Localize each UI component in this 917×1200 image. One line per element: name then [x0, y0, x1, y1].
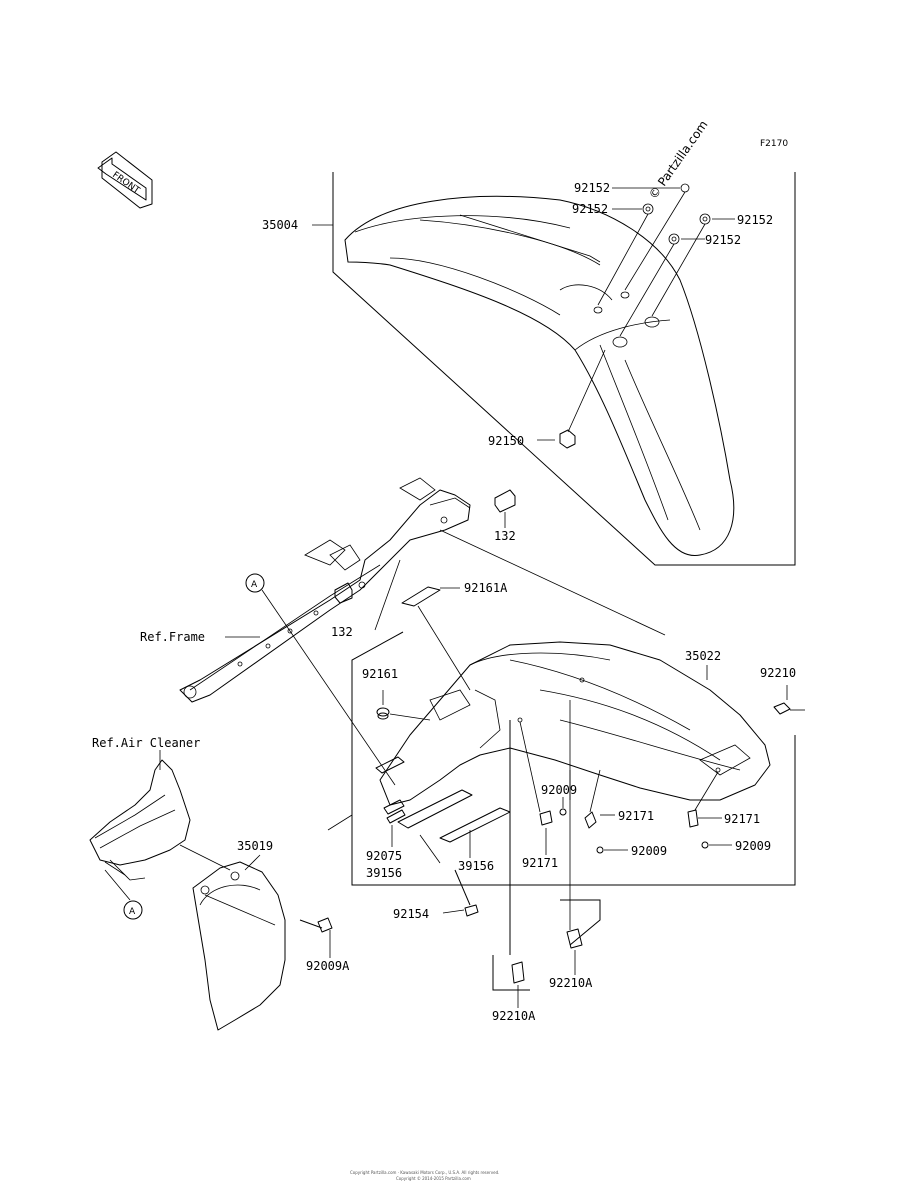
- leader-lines-rear: [519, 700, 732, 855]
- label-39156-b: 39156: [458, 859, 494, 873]
- bolt-132: [334, 489, 516, 604]
- clip-92171: [539, 809, 699, 829]
- grommet-92161: [376, 707, 390, 720]
- label-92152-a: 92152: [574, 181, 610, 195]
- label-92009-c: 92009: [735, 839, 771, 853]
- label-39156-a: 39156: [366, 866, 402, 880]
- svg-text:A: A: [129, 907, 136, 917]
- air-cleaner: [89, 750, 191, 881]
- leader-132-bottom: [374, 559, 401, 631]
- label-92009A: 92009A: [306, 959, 350, 973]
- leader-air-cleaner-b: [179, 844, 231, 871]
- label-92210A-b: 92210A: [549, 976, 593, 990]
- leader-92161-b: [389, 713, 431, 721]
- pad-39156: [397, 789, 511, 843]
- label-132-top: 132: [494, 529, 516, 543]
- label-35022: 35022: [685, 649, 721, 663]
- leader-lines-fender: [312, 187, 735, 441]
- leader-air-cleaner-a: [104, 869, 131, 901]
- pad-92075: [375, 756, 406, 824]
- label-92150: 92150: [488, 434, 524, 448]
- footer-copyright-1: Copyright Partzilla.com · Kawasaki Motor…: [350, 1170, 499, 1175]
- label-132-bottom: 132: [331, 625, 353, 639]
- label-ref-air-cleaner: Ref.Air Cleaner: [92, 736, 200, 750]
- screw-92009A: [299, 917, 333, 933]
- frame-bracket: [179, 477, 666, 703]
- leader-39156-a: [419, 834, 441, 864]
- front-fender-35004: [332, 172, 796, 566]
- svg-text:A: A: [251, 580, 258, 590]
- label-92152-b: 92152: [572, 202, 608, 216]
- nut-92150: [559, 429, 576, 449]
- clip-92161A: [401, 586, 441, 607]
- mud-flap-35019: [192, 861, 286, 1031]
- leader-92154: [442, 909, 465, 914]
- label-92152-d: 92152: [705, 233, 741, 247]
- label-92161A: 92161A: [464, 581, 508, 595]
- label-92009-b: 92009: [631, 844, 667, 858]
- bolt-92154: [454, 869, 479, 917]
- figure-code: F2170: [760, 139, 788, 149]
- label-92210A-a: 92210A: [492, 1009, 536, 1023]
- label-92171-b: 92171: [724, 812, 760, 826]
- front-arrow-icon: FRONT: [97, 151, 153, 209]
- label-92210: 92210: [760, 666, 796, 680]
- label-92154: 92154: [393, 907, 429, 921]
- footer-copyright-2: Copyright © 2014-2015 Partzilla.com: [396, 1176, 471, 1181]
- watermark: © Partzilla.com: [646, 118, 711, 202]
- leader-92161A-down: [417, 605, 471, 691]
- nut-92210A: [492, 720, 601, 991]
- rear-fender-box: [327, 631, 796, 886]
- callout-a-bottom: A: [123, 900, 143, 920]
- label-35019: 35019: [237, 839, 273, 853]
- part-labels: 35004 92152 92152 92152 92152 92150 132 …: [92, 181, 796, 1023]
- screw-92009: [559, 808, 709, 854]
- leader-35019: [244, 854, 261, 871]
- label-92171-a: 92171: [618, 809, 654, 823]
- label-92009-a: 92009: [541, 783, 577, 797]
- leader-35019-b: [204, 894, 276, 926]
- label-92161: 92161: [362, 667, 398, 681]
- callout-a-top: A: [245, 573, 396, 786]
- label-92171-c: 92171: [522, 856, 558, 870]
- label-92152-c: 92152: [737, 213, 773, 227]
- nut-92210: [773, 702, 791, 715]
- label-35004: 35004: [262, 218, 298, 232]
- label-ref-frame: Ref.Frame: [140, 630, 205, 644]
- label-92075: 92075: [366, 849, 402, 863]
- rear-fender-35022: [379, 641, 771, 806]
